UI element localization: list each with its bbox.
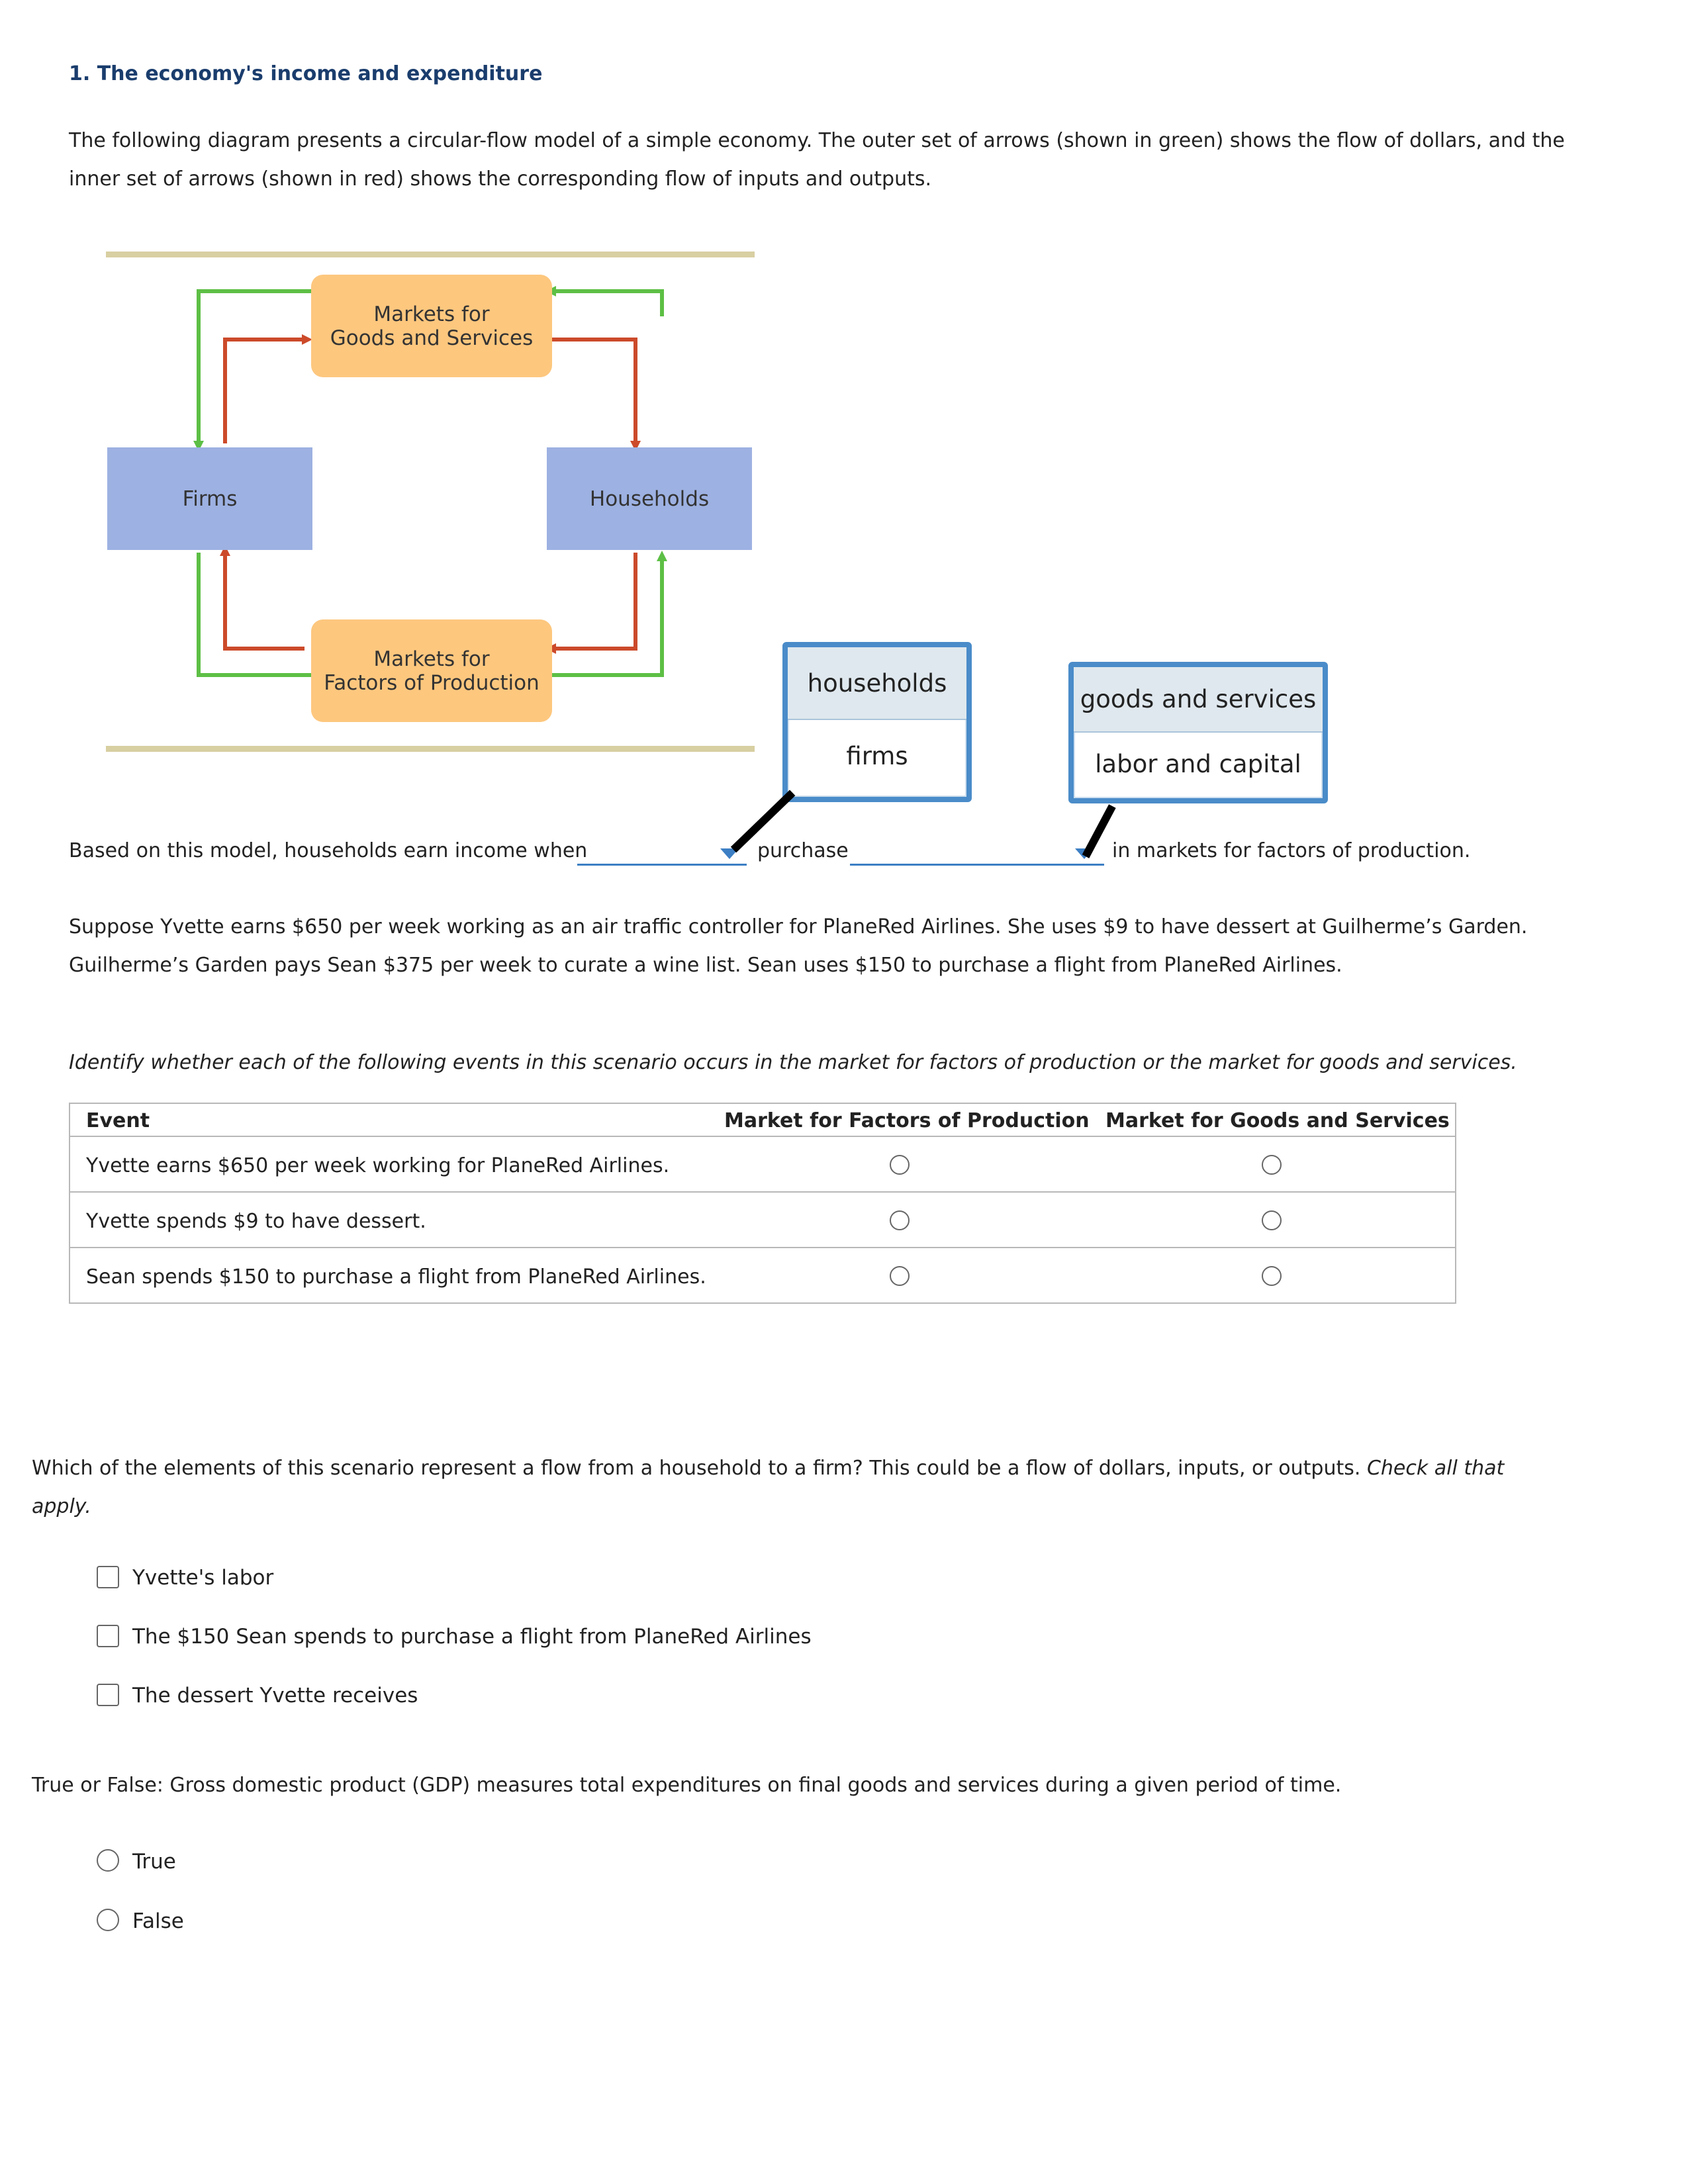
table-row-event: Yvette earns $650 per week working for P… <box>86 1154 670 1177</box>
dropdown-2-pointer <box>1082 804 1116 858</box>
row-divider <box>70 1191 1455 1193</box>
radio-factors-row-3[interactable] <box>890 1266 910 1286</box>
checkbox-label-2: The $150 Sean spends to purchase a fligh… <box>132 1625 812 1649</box>
diagram-top-rule <box>106 251 755 257</box>
checkbox-yvettes-labor[interactable] <box>97 1566 119 1588</box>
dropdown-1-option-firms[interactable]: firms <box>846 741 908 770</box>
market-classification-table: Event Market for Factors of Production M… <box>69 1103 1456 1304</box>
checkbox-sean-150[interactable] <box>97 1625 119 1647</box>
diagram-bottom-rule <box>106 746 755 752</box>
red-arrow-bottom-left <box>223 553 305 651</box>
radio-goods-row-2[interactable] <box>1262 1210 1282 1230</box>
checkbox-label-3: The dessert Yvette receives <box>132 1684 418 1707</box>
red-arrowhead-4 <box>220 545 230 556</box>
sentence-part-2: purchase <box>757 839 849 862</box>
row-divider <box>70 1247 1455 1248</box>
dropdown-2-underline[interactable] <box>850 864 1104 866</box>
dropdown-2-menu[interactable]: goods and services labor and capital <box>1068 662 1328 803</box>
radio-goods-row-1[interactable] <box>1262 1155 1282 1175</box>
factor-market-label-2: Factors of Production <box>324 670 539 695</box>
flow-question-text: Which of the elements of this scenario r… <box>32 1449 1554 1526</box>
radio-factors-row-1[interactable] <box>890 1155 910 1175</box>
green-arrow-bottom-right <box>552 556 664 677</box>
firms-box: Firms <box>107 447 312 550</box>
red-arrowhead-2 <box>630 441 641 451</box>
table-instruction: Identify whether each of the following e… <box>69 1051 1517 1074</box>
gdp-question-text: True or False: Gross domestic product (G… <box>32 1774 1342 1797</box>
question-intro: The following diagram presents a circula… <box>69 129 1565 191</box>
table-header-factors: Market for Factors of Production <box>724 1109 1090 1132</box>
firms-label: Firms <box>182 486 238 511</box>
green-arrowhead-2 <box>193 441 204 451</box>
dropdown-1-option-households[interactable]: households <box>788 647 966 720</box>
goods-market-label-1: Markets for <box>373 302 490 326</box>
radio-true[interactable] <box>97 1849 119 1872</box>
goods-market-label-2: Goods and Services <box>330 326 534 350</box>
dropdown-2-option-labor-and-capital[interactable]: labor and capital <box>1095 750 1301 778</box>
dropdown-2-option-goods-and-services[interactable]: goods and services <box>1074 667 1323 733</box>
households-box: Households <box>547 447 752 550</box>
table-header-divider <box>70 1136 1455 1137</box>
green-arrow-top <box>552 289 664 316</box>
question-title: 1. The economy's income and expenditure <box>69 62 543 85</box>
factor-market-label-1: Markets for <box>373 647 490 671</box>
sentence-part-1: Based on this model, households earn inc… <box>69 839 588 862</box>
table-row-event: Sean spends $150 to purchase a flight fr… <box>86 1265 706 1289</box>
table-row-event: Yvette spends $9 to have dessert. <box>86 1210 426 1233</box>
radio-goods-row-3[interactable] <box>1262 1266 1282 1286</box>
table-header-event: Event <box>86 1109 150 1132</box>
dropdown-1-underline[interactable] <box>577 864 747 866</box>
table-row: Yvette spends $9 to have dessert. <box>70 1193 1455 1248</box>
scenario-text: Suppose Yvette earns $650 per week worki… <box>69 915 1528 977</box>
checkbox-label-1: Yvette's labor <box>132 1566 274 1590</box>
table-row: Sean spends $150 to purchase a flight fr… <box>70 1248 1455 1302</box>
red-arrow-bottom-right <box>552 553 637 651</box>
radio-false[interactable] <box>97 1909 119 1931</box>
table-row: Yvette earns $650 per week working for P… <box>70 1137 1455 1193</box>
red-arrowhead-1 <box>302 334 312 345</box>
green-arrowhead-4 <box>657 551 667 561</box>
red-arrow-top-left <box>223 338 305 443</box>
red-arrow-top-right <box>552 338 637 443</box>
radio-factors-row-2[interactable] <box>890 1210 910 1230</box>
sentence-part-3: in markets for factors of production. <box>1112 839 1471 862</box>
flow-question-hint: Check all that apply. <box>32 1457 1505 1518</box>
households-label: Households <box>589 486 710 511</box>
dropdown-1-menu[interactable]: households firms <box>782 642 972 802</box>
flow-question-body: Which of the elements of this scenario r… <box>32 1457 1361 1480</box>
radio-label-true: True <box>132 1850 176 1874</box>
radio-label-false: False <box>132 1909 184 1933</box>
checkbox-dessert[interactable] <box>97 1684 119 1706</box>
table-header-goods: Market for Goods and Services <box>1105 1109 1450 1132</box>
